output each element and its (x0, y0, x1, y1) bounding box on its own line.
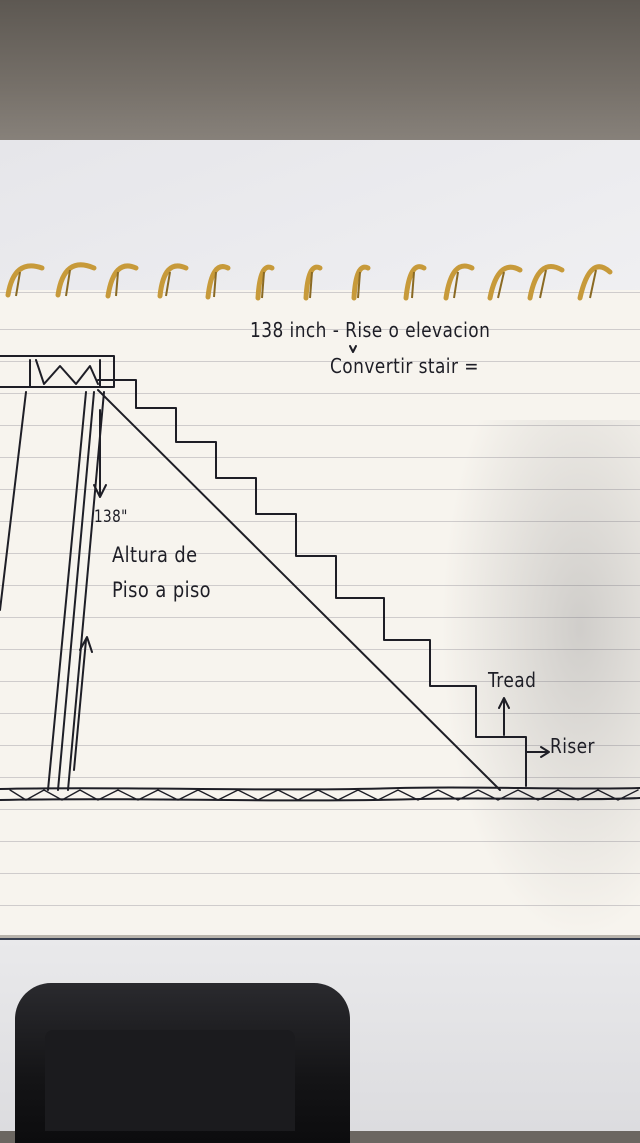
altura-label-line1: Altura de (112, 543, 198, 567)
spiral-ring (527, 264, 565, 301)
rise-tick (349, 345, 357, 353)
wall-post (67, 391, 105, 791)
spiral-ring-shadows (15, 269, 597, 299)
floor-line-top (0, 786, 640, 791)
floor-hatch (9, 789, 639, 801)
wall-post (47, 391, 87, 791)
spiral-ring (157, 263, 189, 299)
floor-line-bottom (0, 797, 640, 802)
phone-holder-slot (45, 1030, 295, 1131)
stair-steps (97, 379, 527, 787)
spiral-ring (351, 264, 371, 301)
spiral-ring (443, 263, 475, 301)
spiral-ring (205, 264, 231, 300)
spiral-ring (403, 264, 427, 301)
wall-post-left (0, 391, 27, 611)
spiral-ring (255, 264, 275, 301)
spiral-binding (5, 262, 613, 301)
sketch-ink (0, 345, 640, 802)
spiral-ring (303, 264, 323, 301)
riser-arrow (525, 746, 550, 758)
down-arrow (93, 409, 107, 498)
truss-inner (29, 359, 101, 387)
pitch-line (97, 389, 501, 791)
riser-label: Riser (550, 734, 595, 758)
spiral-ring (577, 264, 613, 301)
spiral-ring (5, 263, 45, 298)
spiral-ring (105, 263, 139, 299)
convert-label: Convertir stair = (330, 354, 479, 378)
rise-label: 138 inch - Rise o elevacion (250, 318, 491, 342)
spiral-ring (487, 264, 523, 301)
tread-arrow (498, 697, 510, 736)
wall-post (57, 391, 95, 791)
up-arrow (73, 636, 93, 771)
truss-web (35, 359, 99, 385)
upper-floor-beam (0, 355, 115, 388)
background-wall (0, 0, 640, 150)
spiral-ring (55, 262, 97, 298)
height-value: 138" (94, 507, 128, 527)
tread-label: Tread (488, 668, 537, 692)
altura-label-line2: Piso a piso (112, 578, 212, 602)
page-shadow (440, 420, 640, 940)
